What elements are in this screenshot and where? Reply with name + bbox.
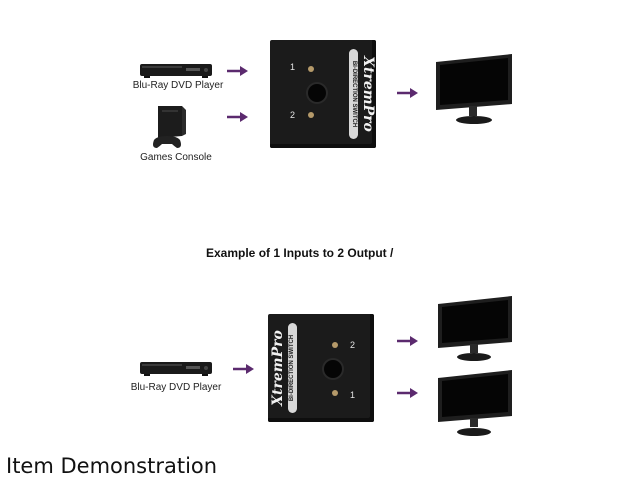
selector-button [324,360,342,378]
arrow-icon [397,388,418,398]
item-demonstration-heading: Item Demonstration [6,454,218,478]
game-console-icon [153,106,186,148]
arrow-icon [397,336,418,346]
dvd-player-icon [140,64,212,78]
selector-button [308,84,326,102]
switch-label-area: XtremPro BI-DIRECTION SWITCH [270,318,316,418]
switch-subtitle: BI-DIRECTION SWITCH [288,323,297,413]
arrow-icon [397,88,418,98]
input-label-console: Games Console [140,152,212,163]
switch-label-area: XtremPro BI-DIRECTION SWITCH [330,44,376,144]
arrow-icon [227,66,248,76]
port-label-1: 1 [290,62,296,72]
port-label-2: 2 [350,340,356,350]
led-2 [332,342,338,348]
brand-logo: XtremPro [360,56,376,132]
led-1 [308,66,314,72]
led-1 [332,390,338,396]
monitor-icon [436,54,512,124]
monitor-icon [438,370,512,436]
switch-box: XtremPro BI-DIRECTION SWITCH 2 1 [268,314,374,422]
brand-logo: XtremPro [270,330,286,406]
input-label-dvd: Blu-Ray DVD Player [132,80,224,91]
monitor-icon [438,296,512,361]
switch-box: 1 2 XtremPro BI-DIRECTION SWITCH [270,40,376,148]
port-label-1: 1 [350,390,356,400]
example-title: Example of 1 Inputs to 2 Output / [206,246,394,260]
input-label-dvd: Blu-Ray DVD Player [130,382,222,393]
arrow-icon [233,364,254,374]
dvd-player-icon [140,362,212,376]
switch-subtitle: BI-DIRECTION SWITCH [349,49,358,139]
arrow-icon [227,112,248,122]
led-2 [308,112,314,118]
port-label-2: 2 [290,110,296,120]
